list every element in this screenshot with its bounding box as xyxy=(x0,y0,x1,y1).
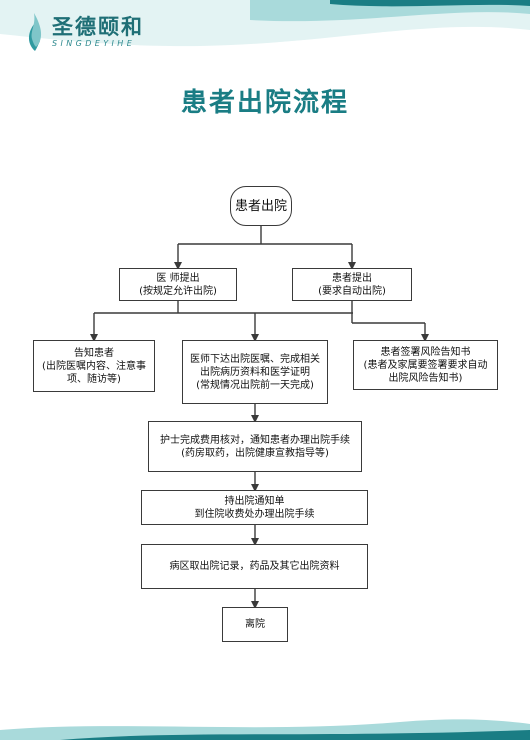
doctor-orders-node: 医师下达出院医嘱、完成相关 出院病历资料和医学证明 (常规情况出院前一天完成) xyxy=(182,340,328,404)
footer-band xyxy=(0,719,530,740)
nurse-fee-node: 护士完成费用核对，通知患者办理出院手续 (药房取药，出院健康宣教指导等) xyxy=(148,421,362,472)
start-node: 患者出院 xyxy=(230,186,292,226)
discharge-notice-note: 到住院收费处办理出院手续 xyxy=(194,508,315,520)
records-node: 病区取出院记录，药品及其它出院资料 xyxy=(141,544,368,589)
patient-request-node: 患者提出 (要求自动出院) xyxy=(292,268,412,301)
risk-notice-node: 患者签署风险告知书 (患者及家属要签署要求自动 出院风险告知书) xyxy=(353,340,498,390)
risk-notice-title: 患者签署风险告知书 xyxy=(380,346,471,358)
inform-patient-title: 告知患者 xyxy=(74,347,114,359)
nurse-fee-note: (药房取药，出院健康宣教指导等) xyxy=(181,447,329,459)
patient-request-note: (要求自动出院) xyxy=(318,285,386,297)
inform-patient-note: (出院医嘱内容、注意事 项、随访等) xyxy=(42,360,146,385)
doctor-propose-title: 医 师提出 xyxy=(156,272,200,284)
discharge-notice-node: 持出院通知单 到住院收费处办理出院手续 xyxy=(141,490,368,525)
discharge-notice-title: 持出院通知单 xyxy=(224,495,285,507)
doctor-orders-note: (常规情况出院前一天完成) xyxy=(196,379,314,391)
records-label: 病区取出院记录，药品及其它出院资料 xyxy=(169,561,340,572)
doctor-propose-note: (按规定允许出院) xyxy=(139,285,217,297)
nurse-fee-title: 护士完成费用核对，通知患者办理出院手续 xyxy=(160,434,350,446)
brand-logo: 圣德颐和 SINGDEYIHE xyxy=(24,10,144,54)
risk-notice-note: (患者及家属要签署要求自动 出院风险告知书) xyxy=(363,359,488,384)
doctor-orders-title: 医师下达出院医嘱、完成相关 出院病历资料和医学证明 xyxy=(190,353,320,378)
flame-leaf-logo-icon xyxy=(28,13,42,51)
header-band xyxy=(0,0,530,47)
brand-name-en: SINGDEYIHE xyxy=(52,39,136,48)
leave-node: 离院 xyxy=(222,607,288,642)
page-title: 患者出院流程 xyxy=(180,88,349,118)
brand-name: 圣德颐和 xyxy=(52,15,144,39)
leave-label: 离院 xyxy=(245,619,265,630)
doctor-propose-node: 医 师提出 (按规定允许出院) xyxy=(119,268,237,301)
patient-request-title: 患者提出 xyxy=(332,272,372,284)
inform-patient-node: 告知患者 (出院医嘱内容、注意事 项、随访等) xyxy=(33,340,155,392)
start-label: 患者出院 xyxy=(235,198,288,214)
